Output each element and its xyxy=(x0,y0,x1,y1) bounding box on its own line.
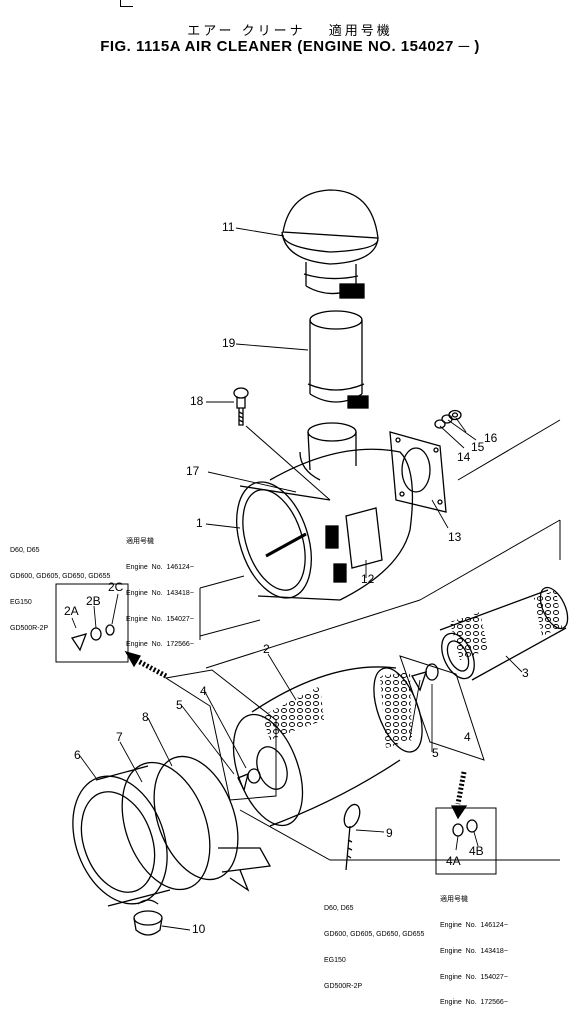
label-part-3: 3 xyxy=(522,666,529,680)
rubber-hose xyxy=(307,310,369,409)
spring-arrow-left xyxy=(124,650,168,679)
label-part-2A: 2A xyxy=(64,604,79,618)
label-part-13: 13 xyxy=(448,530,462,544)
note-line: Engine No. 143418~ xyxy=(440,947,508,955)
note-engines-top: 適用号機 Engine No. 146124~ Engine No. 14341… xyxy=(126,521,194,659)
note-heading: 適用号機 xyxy=(440,896,468,904)
note-line: Engine No. 172566~ xyxy=(440,999,508,1007)
note-engines-bottom: 適用号機 Engine No. 146124~ Engine No. 14341… xyxy=(440,879,508,1017)
note-line: EG150 xyxy=(324,956,346,964)
bracket-frame xyxy=(164,669,277,801)
dust-cap xyxy=(133,899,163,936)
inset-box-2 xyxy=(55,583,129,663)
label-part-2B: 2B xyxy=(86,594,101,608)
label-part-4-left: 4 xyxy=(200,684,207,698)
note-line: GD600, GD605, GD650, GD655 xyxy=(10,572,111,580)
precleaner-cap xyxy=(281,189,379,299)
label-part-4A: 4A xyxy=(446,854,461,868)
label-part-1: 1 xyxy=(196,516,203,530)
nut-washers xyxy=(434,409,462,429)
note-line: Engine No. 146124~ xyxy=(440,921,508,929)
bolt xyxy=(233,387,249,426)
label-part-2: 2 xyxy=(263,642,270,656)
label-part-6: 6 xyxy=(74,748,81,762)
label-part-4B: 4B xyxy=(469,844,484,858)
label-part-4-right: 4 xyxy=(464,730,471,744)
spring-arrow-right xyxy=(450,771,468,820)
label-part-15: 15 xyxy=(471,440,485,454)
note-models-bottom: D60, D65 GD600, GD605, GD650, GD655 EG15… xyxy=(324,888,424,1000)
safety-element xyxy=(439,586,569,681)
inset-box-4 xyxy=(435,807,497,875)
leader-lines xyxy=(71,227,523,931)
exploded-parts-diagram xyxy=(55,189,569,936)
label-part-11: 11 xyxy=(222,220,235,234)
main-element xyxy=(232,666,423,827)
title-japanese: エアー クリーナ 適用号機 xyxy=(187,24,393,39)
label-part-5-left: 5 xyxy=(176,698,183,712)
figure-title: FIG. 1115A AIR CLEANER (ENGINE NO. 15402… xyxy=(100,38,480,55)
label-part-7: 7 xyxy=(116,730,123,744)
note-line: Engine No. 146124~ xyxy=(126,563,194,571)
dust-cover xyxy=(72,761,211,907)
wing-nut-right xyxy=(399,655,485,761)
label-part-2C: 2C xyxy=(108,580,124,594)
label-part-10: 10 xyxy=(192,922,206,936)
note-heading: 適用号機 xyxy=(126,538,154,546)
label-part-14: 14 xyxy=(457,450,471,464)
label-part-5-right: 5 xyxy=(432,746,439,760)
corner-mark xyxy=(120,0,133,7)
label-part-8: 8 xyxy=(142,710,149,724)
clamp-band xyxy=(153,755,272,892)
inset-parts-4 xyxy=(452,819,478,837)
note-line: D60, D65 xyxy=(10,547,40,555)
note-line: EG150 xyxy=(10,598,32,606)
label-part-16: 16 xyxy=(484,431,498,445)
label-part-19: 19 xyxy=(222,336,236,350)
note-line: GD500R-2P xyxy=(10,624,49,632)
note-line: Engine No. 143418~ xyxy=(126,589,194,597)
air-cleaner-body xyxy=(236,422,414,601)
note-models-top: D60, D65 GD600, GD605, GD650, GD655 EG15… xyxy=(10,530,110,642)
label-part-12: 12 xyxy=(361,572,375,586)
evacuator-pin xyxy=(343,803,361,871)
guide-lines xyxy=(199,419,561,861)
wing-nut-center xyxy=(237,768,261,792)
label-part-18: 18 xyxy=(190,394,204,408)
label-part-17: 17 xyxy=(186,464,200,478)
gasket xyxy=(389,431,447,513)
note-line: D60, D65 xyxy=(324,905,354,913)
note-line: GD600, GD605, GD650, GD655 xyxy=(324,930,425,938)
note-line: Engine No. 172566~ xyxy=(126,641,194,649)
label-part-9: 9 xyxy=(386,826,393,840)
note-line: Engine No. 154027~ xyxy=(126,615,194,623)
note-line: Engine No. 154027~ xyxy=(440,973,508,981)
